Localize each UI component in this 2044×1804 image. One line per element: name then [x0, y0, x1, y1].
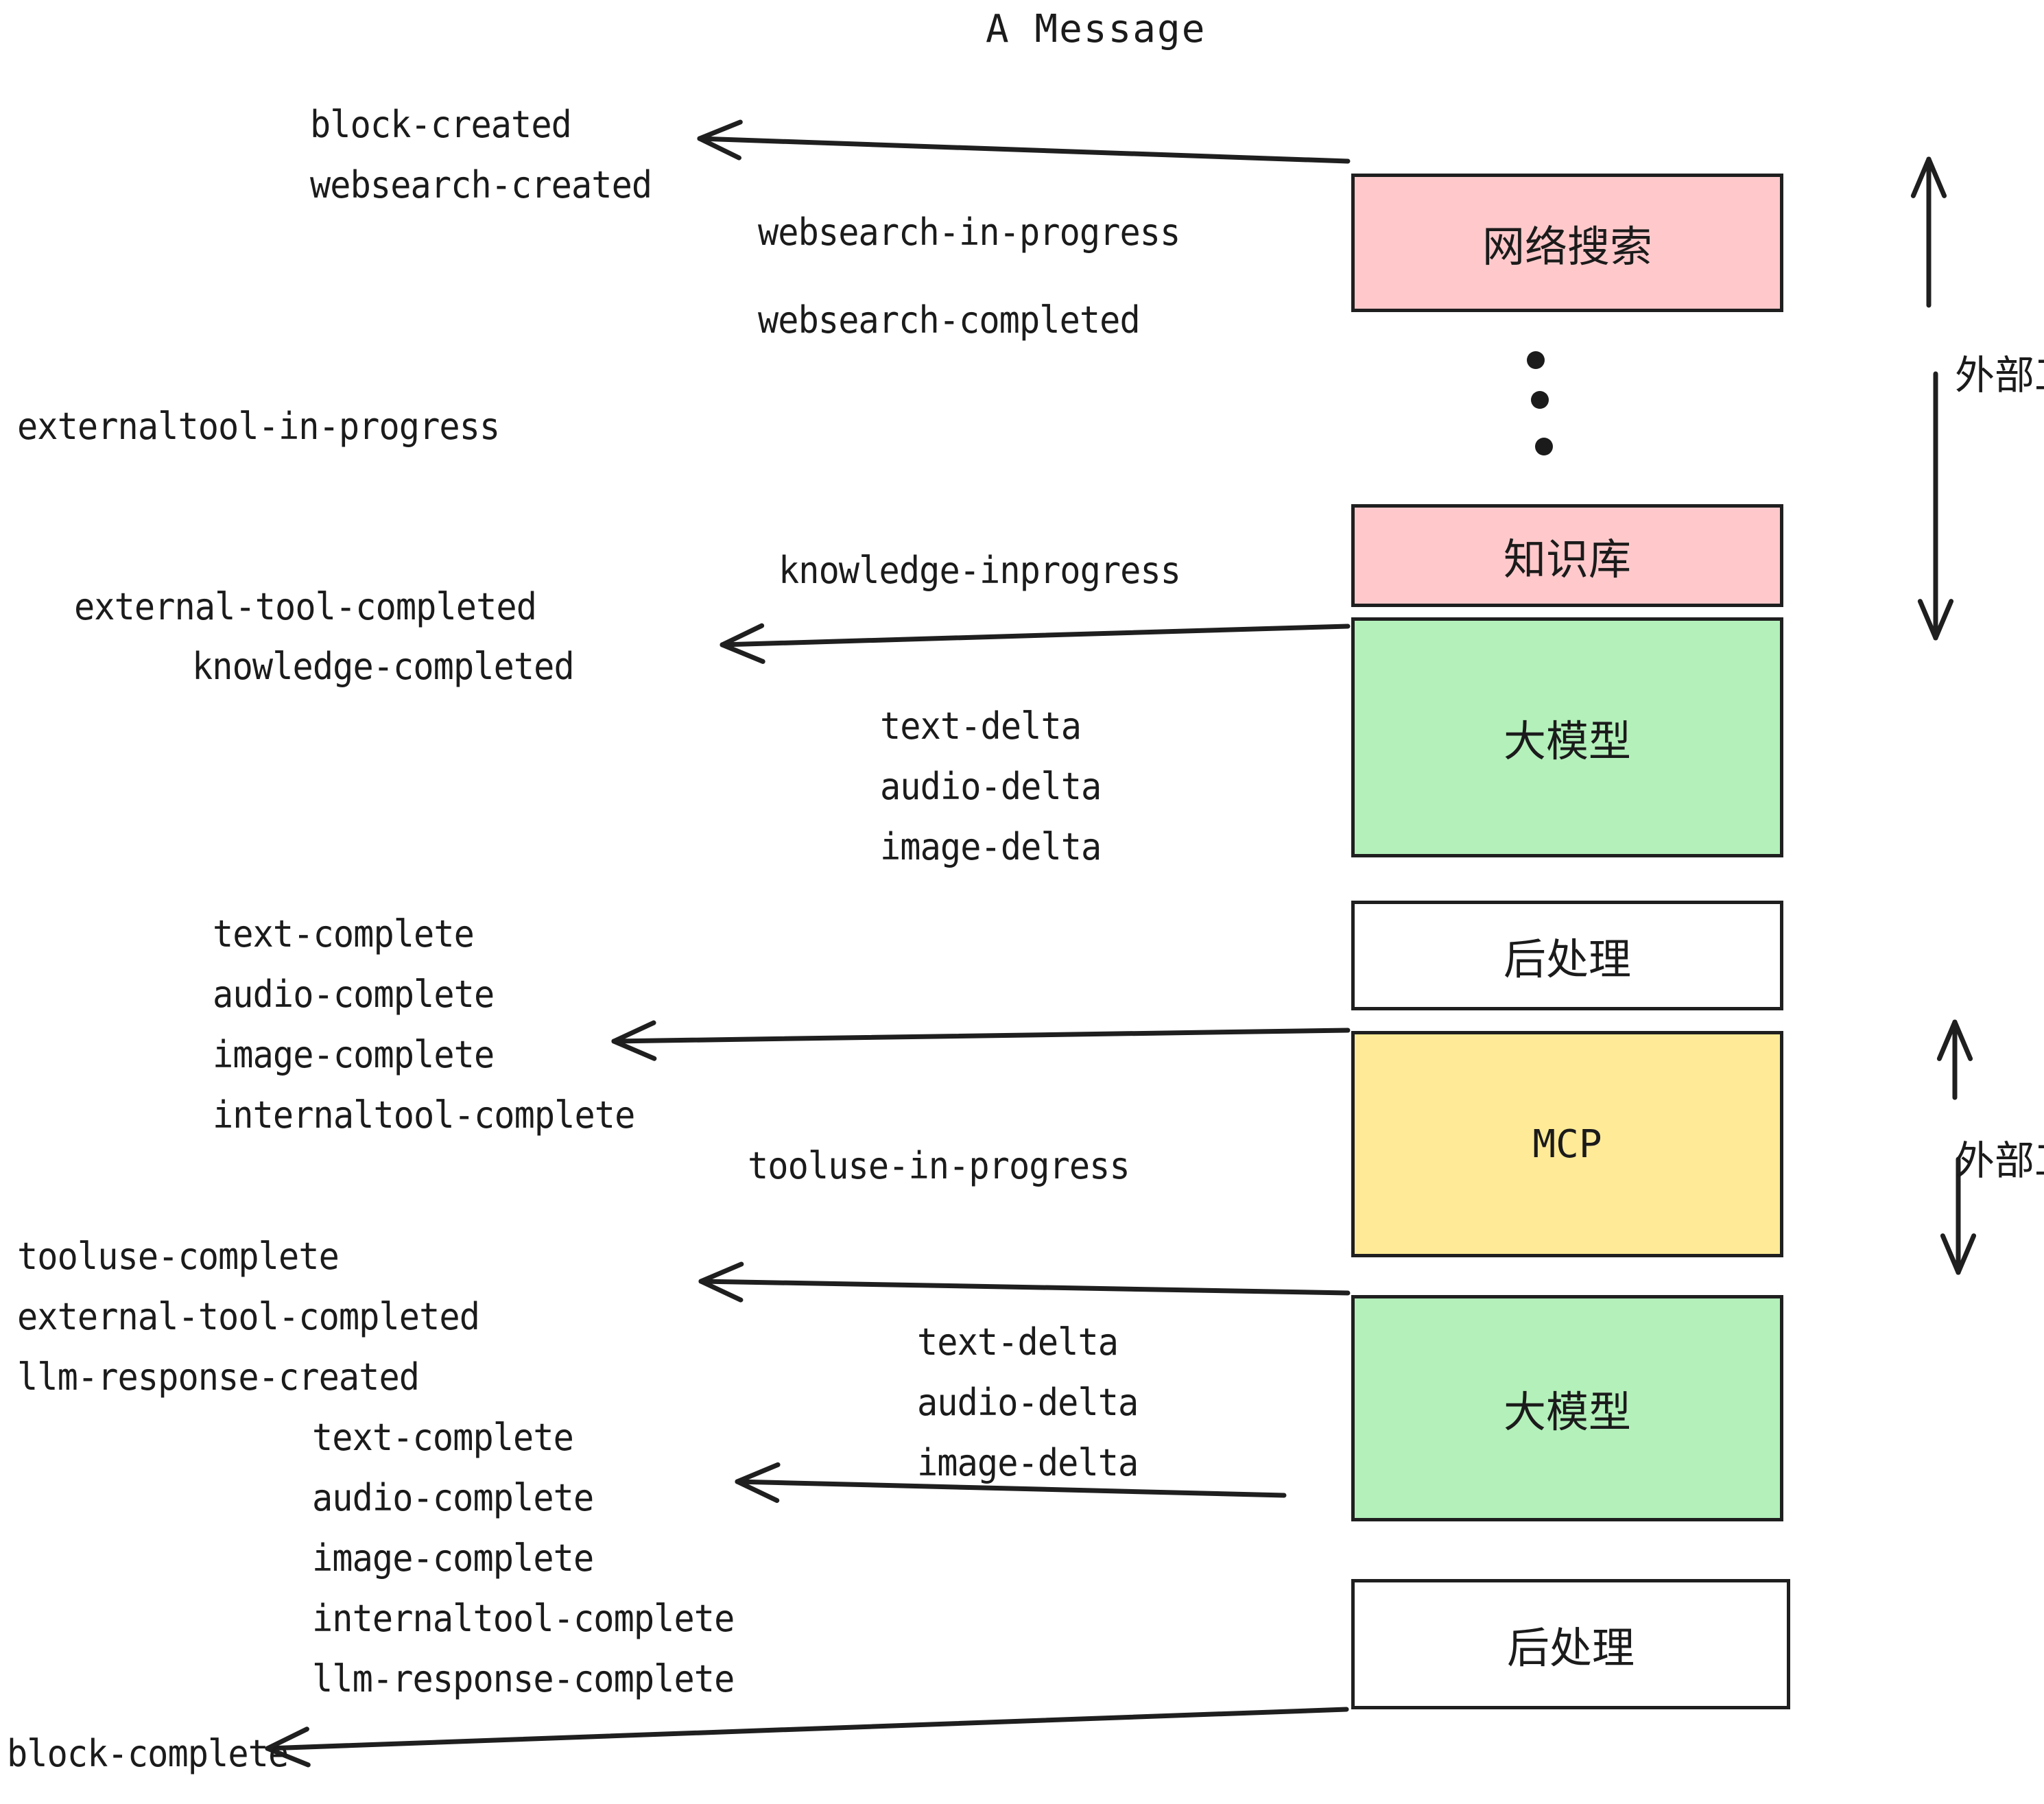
arrow-post-to-blockcomplete-barb-b	[265, 1726, 309, 1751]
arrow-knowledge-to-left-barb-b	[720, 623, 765, 648]
external-tools-arrow-up-1-barb-b	[1926, 156, 1947, 198]
arrow-mcp-to-tooluse-barb-b	[698, 1261, 744, 1284]
arrow-websearch-to-block-barb-b	[697, 119, 743, 141]
event-label-block-created: block-created	[310, 103, 572, 146]
event-label-tooluse-in-progress: tooluse-in-progress	[748, 1144, 1130, 1187]
event-label-websearch-in-progress: websearch-in-progress	[758, 211, 1180, 254]
arrow-mcp-to-image-barb-b	[611, 1020, 656, 1044]
external-tools-arrow-up-2-barb-a	[1936, 1019, 1958, 1061]
event-label-llm-response-created: llm-response-created	[17, 1355, 420, 1399]
event-label-text-complete-2: text-complete	[312, 1416, 574, 1459]
event-label-internaltool-complete-2: internaltool-complete	[312, 1597, 735, 1640]
box-postprocess-upper: 后处理	[1351, 901, 1783, 1010]
arrow-mcp-to-image-shaft	[611, 1028, 1351, 1044]
box-llm-upper: 大模型	[1351, 617, 1783, 857]
arrow-mcp-to-tooluse-shaft	[698, 1279, 1351, 1296]
event-label-block-complete: block-complete	[7, 1732, 289, 1775]
event-label-image-complete-2: image-complete	[312, 1536, 594, 1580]
ellipsis-dot-2	[1531, 391, 1549, 409]
diagram-title: A Message	[986, 7, 1207, 51]
event-label-text-delta-2: text-delta	[917, 1320, 1119, 1364]
external-tools-arrow-up-1-barb-a	[1910, 156, 1932, 198]
arrow-post-to-blockcomplete-barb-a	[265, 1746, 311, 1768]
event-label-knowledge-inprogress: knowledge-inprogress	[779, 549, 1181, 592]
arrow-llm-to-audio-shaft	[735, 1479, 1287, 1498]
event-label-text-complete-1: text-complete	[213, 912, 475, 956]
ellipsis-dot-1	[1527, 351, 1545, 369]
event-label-llm-response-complete: llm-response-complete	[312, 1657, 735, 1700]
event-label-text-delta-1: text-delta	[880, 704, 1082, 748]
arrow-mcp-to-tooluse-barb-a	[698, 1279, 744, 1303]
arrow-knowledge-to-left-barb-a	[720, 642, 765, 664]
event-label-audio-complete-2: audio-complete	[312, 1476, 594, 1519]
side-label-external-tools-lower: 外部工具	[1955, 1137, 2044, 1184]
event-label-audio-delta-2: audio-delta	[917, 1381, 1139, 1424]
event-label-audio-delta-1: audio-delta	[880, 765, 1102, 808]
event-label-tooluse-complete: tooluse-complete	[17, 1235, 340, 1278]
event-label-websearch-completed: websearch-completed	[758, 298, 1141, 342]
external-tools-arrow-down-1-barb-a	[1933, 599, 1954, 641]
event-label-external-tool-completed-1: external-tool-completed	[74, 585, 537, 628]
box-websearch: 网络搜索	[1351, 174, 1783, 312]
arrow-mcp-to-image-barb-a	[611, 1039, 657, 1061]
event-label-knowledge-completed: knowledge-completed	[192, 645, 575, 688]
arrow-websearch-to-block-barb-a	[697, 136, 741, 161]
ellipsis-dot-3	[1535, 438, 1553, 455]
event-label-audio-complete-1: audio-complete	[213, 973, 495, 1016]
event-label-internaltool-complete-1: internaltool-complete	[213, 1093, 635, 1137]
box-mcp: MCP	[1351, 1031, 1783, 1257]
event-label-image-delta-1: image-delta	[880, 825, 1102, 868]
event-label-image-delta-2: image-delta	[917, 1441, 1139, 1484]
event-label-websearch-created: websearch-created	[310, 163, 652, 206]
arrow-llm-to-audio-barb-a	[735, 1479, 780, 1504]
event-label-external-tool-completed-2: external-tool-completed	[17, 1295, 480, 1338]
arrow-websearch-to-block-shaft	[697, 136, 1351, 164]
side-label-external-tools-upper: 外部工具	[1955, 352, 2044, 399]
external-tools-arrow-up-2-barb-b	[1952, 1019, 1973, 1061]
arrow-llm-to-audio-barb-b	[735, 1462, 781, 1484]
external-tools-arrow-down-2-barb-b	[1940, 1233, 1961, 1275]
event-label-externaltool-in-progress: externaltool-in-progress	[17, 405, 500, 448]
arrow-post-to-blockcomplete-shaft	[265, 1707, 1349, 1751]
external-tools-arrow-down-2-barb-a	[1956, 1233, 1977, 1275]
box-knowledge: 知识库	[1351, 504, 1783, 607]
box-llm-lower: 大模型	[1351, 1295, 1783, 1521]
external-tools-arrow-down-1-barb-b	[1917, 599, 1938, 641]
box-postprocess-lower: 后处理	[1351, 1579, 1790, 1709]
arrow-knowledge-to-left-shaft	[720, 624, 1351, 648]
event-label-image-complete-1: image-complete	[213, 1033, 495, 1076]
